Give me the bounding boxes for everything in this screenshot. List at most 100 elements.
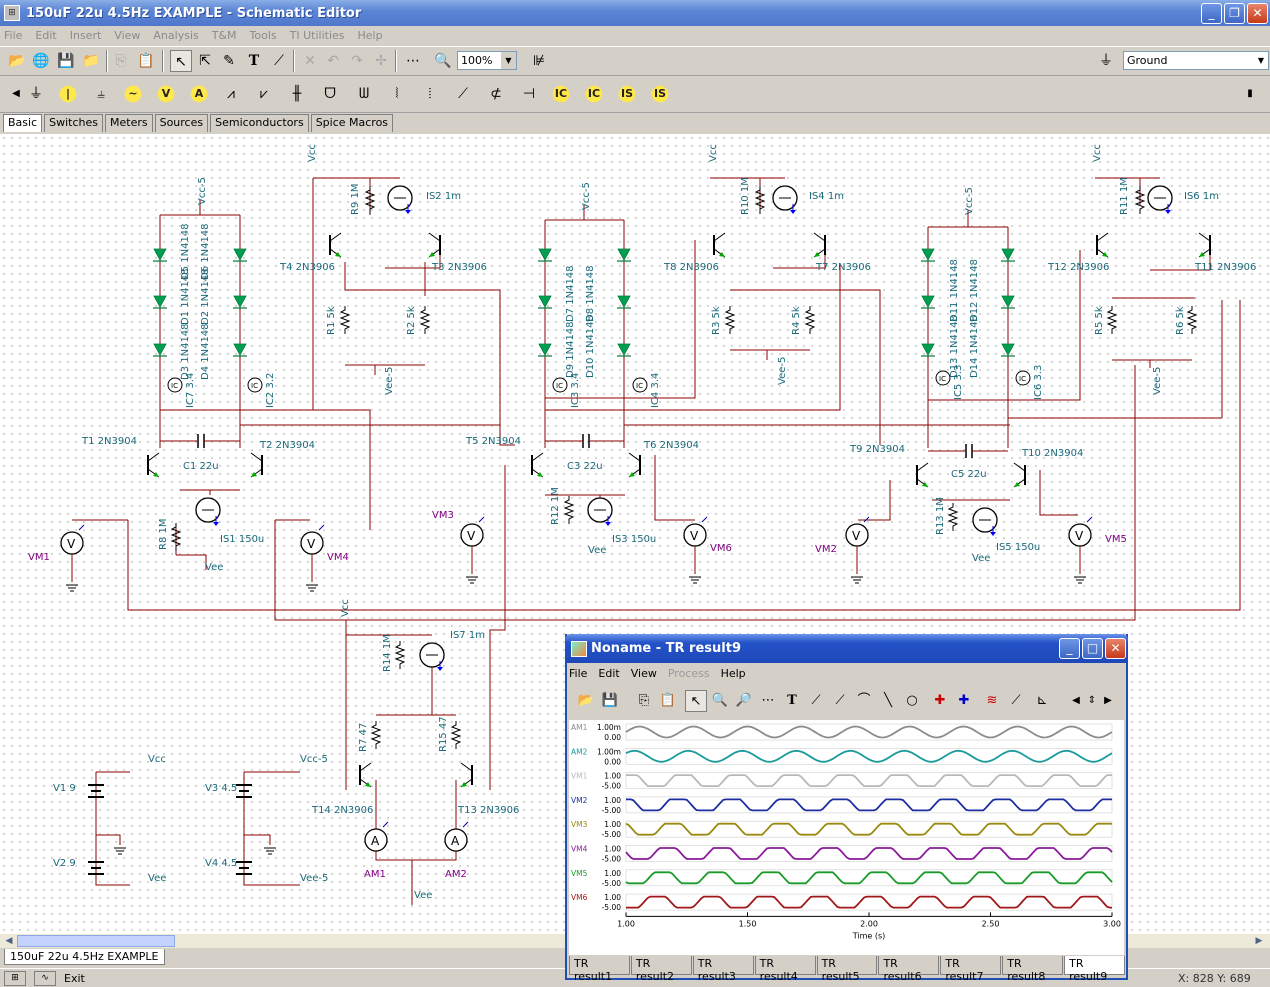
menu-view[interactable]: View	[114, 28, 141, 42]
line-icon[interactable]: ╲	[884, 693, 892, 708]
draw-icon[interactable]: ⟋	[811, 693, 821, 708]
circle-icon[interactable]: ○	[906, 693, 918, 708]
tr-menu-view[interactable]: View	[630, 666, 657, 680]
ground-tool-icon[interactable]: ⏚	[1099, 53, 1113, 69]
rotate-icon[interactable]: ✢	[375, 53, 387, 69]
menu-tm[interactable]: T&M	[211, 28, 237, 42]
ground-icon[interactable]: ⏚	[29, 86, 43, 102]
tr-close-button[interactable]: ✕	[1105, 638, 1126, 659]
cursor-a-icon[interactable]: ✚	[934, 693, 946, 708]
tr-tab-result9[interactable]: TR result9	[1064, 956, 1126, 983]
delete-icon[interactable]: ✕	[304, 53, 316, 69]
zoom-icon[interactable]: 🔍	[434, 53, 452, 69]
slope-icon[interactable]: ⊾	[1036, 693, 1048, 708]
resistor-icon[interactable]: ⩘	[227, 86, 235, 102]
ground-select[interactable]: Ground▼	[1123, 51, 1269, 70]
curve-icon[interactable]: ⌒	[857, 693, 871, 708]
grid-icon[interactable]: ⋯	[406, 53, 420, 69]
text-icon[interactable]: T	[248, 53, 260, 69]
restore-button[interactable]: ❐	[1224, 2, 1245, 24]
undo-icon[interactable]: ↶	[327, 53, 339, 69]
chevron-down-icon[interactable]: ▼	[501, 52, 516, 69]
probe-icon[interactable]: ⊯	[532, 53, 546, 69]
chevron-down-icon[interactable]: ▼	[1257, 56, 1265, 65]
voltmeter-icon[interactable]: V	[152, 80, 180, 108]
capacitor-icon[interactable]: ╫	[292, 86, 302, 102]
menu-analysis[interactable]: Analysis	[153, 28, 199, 42]
current-source-icon[interactable]: IS	[613, 80, 641, 108]
tr-tab-result7[interactable]: TR result7	[940, 956, 1002, 983]
scroll-thumb[interactable]	[17, 935, 175, 947]
redo-icon[interactable]: ↷	[351, 53, 363, 69]
select-arrow-icon[interactable]: ↖	[170, 50, 192, 72]
select-wire-icon[interactable]: ⇱	[199, 53, 211, 69]
tr-minimize-button[interactable]: _	[1059, 638, 1080, 659]
tab-switches[interactable]: Switches	[44, 114, 103, 132]
open-folder-icon[interactable]: 📂	[8, 53, 26, 69]
save-icon[interactable]: 💾	[601, 693, 619, 708]
text-icon[interactable]: T	[787, 693, 797, 708]
tr-maximize-button[interactable]: □	[1082, 638, 1103, 659]
curves-icon[interactable]: ≋	[986, 693, 998, 708]
ammeter-icon[interactable]: A	[185, 80, 213, 108]
palette-handle-icon[interactable]: ▮	[1247, 88, 1253, 99]
tr-tab-result5[interactable]: TR result5	[816, 956, 878, 983]
transformer-icon[interactable]: ⦚	[395, 86, 399, 102]
menu-edit[interactable]: Edit	[35, 28, 57, 42]
menu-help[interactable]: Help	[357, 28, 383, 42]
scroll-left-icon[interactable]: ◀	[5, 936, 13, 946]
tab-spice-macros[interactable]: Spice Macros	[310, 114, 394, 132]
coupled-inductor-icon[interactable]: ᗯ	[358, 86, 370, 102]
zoom-in-icon[interactable]: 🔍	[711, 693, 729, 708]
tab-basic[interactable]: Basic	[3, 114, 43, 132]
select-arrow-icon[interactable]: ↖	[685, 690, 707, 712]
tr-menu-help[interactable]: Help	[720, 666, 746, 680]
tr-menu-file[interactable]: File	[569, 666, 588, 680]
minimize-button[interactable]: _	[1201, 2, 1222, 24]
tr-tab-result2[interactable]: TR result2	[630, 956, 692, 983]
switch-icon[interactable]: ⟋	[458, 86, 468, 102]
open-icon[interactable]: 📁	[82, 53, 100, 69]
pencil-icon[interactable]: ✎	[223, 53, 235, 69]
close-button[interactable]: ✕	[1247, 2, 1268, 24]
nav-left-icon[interactable]: ◀	[1072, 695, 1080, 706]
battery-icon[interactable]: |	[54, 80, 82, 108]
tab-meters[interactable]: Meters	[105, 114, 153, 132]
scroll-right-icon[interactable]: ▶	[1255, 936, 1263, 946]
zoom-select[interactable]: 100%▼	[457, 51, 517, 70]
probe-icon[interactable]: ⟋	[1011, 693, 1021, 708]
potentiometer-icon[interactable]: ⩗	[260, 86, 268, 102]
supply-icon[interactable]: ⫨	[97, 86, 105, 102]
menu-ti-utilities[interactable]: TI Utilities	[289, 28, 345, 42]
menu-file[interactable]: File	[4, 28, 23, 42]
nav-updown-icon[interactable]: ⇕	[1087, 695, 1097, 706]
transformer2-icon[interactable]: ⦙	[428, 86, 432, 102]
schematic-icon[interactable]: ⊞	[4, 971, 26, 986]
nav-right-icon[interactable]: ▶	[1104, 695, 1112, 706]
inductor-icon[interactable]: ᗜ	[324, 86, 336, 102]
copy-icon[interactable]: ⎘	[115, 53, 127, 69]
variable-capacitor-icon[interactable]: ⊄	[490, 86, 502, 102]
copy-icon[interactable]: ⎘	[638, 693, 650, 708]
tr-tab-result4[interactable]: TR result4	[754, 956, 816, 983]
document-tab[interactable]: 150uF 22u 4.5Hz EXAMPLE	[4, 949, 165, 965]
tr-menu-process[interactable]: Process	[667, 666, 710, 680]
tr-tab-result3[interactable]: TR result3	[692, 956, 754, 983]
tab-sources[interactable]: Sources	[154, 114, 209, 132]
tr-tab-result1[interactable]: TR result1	[569, 956, 630, 983]
grid-icon[interactable]: ⋯	[761, 693, 775, 708]
paste-icon[interactable]: 📋	[137, 53, 155, 69]
cursor-b-icon[interactable]: ✚	[958, 693, 970, 708]
scroll-left-icon[interactable]: ◀	[12, 88, 20, 99]
current-source2-icon[interactable]: IS	[646, 80, 674, 108]
tr-menu-edit[interactable]: Edit	[598, 666, 620, 680]
paste-icon[interactable]: 📋	[659, 693, 677, 708]
menu-insert[interactable]: Insert	[69, 28, 102, 42]
waveform-icon[interactable]: ∿	[34, 971, 56, 986]
tab-semiconductors[interactable]: Semiconductors	[210, 114, 309, 132]
tr-tab-result6[interactable]: TR result6	[878, 956, 940, 983]
zoom-out-icon[interactable]: 🔎	[735, 693, 753, 708]
current-controlled2-icon[interactable]: IC	[580, 80, 608, 108]
electrolytic-icon[interactable]: ⊣	[522, 86, 536, 102]
